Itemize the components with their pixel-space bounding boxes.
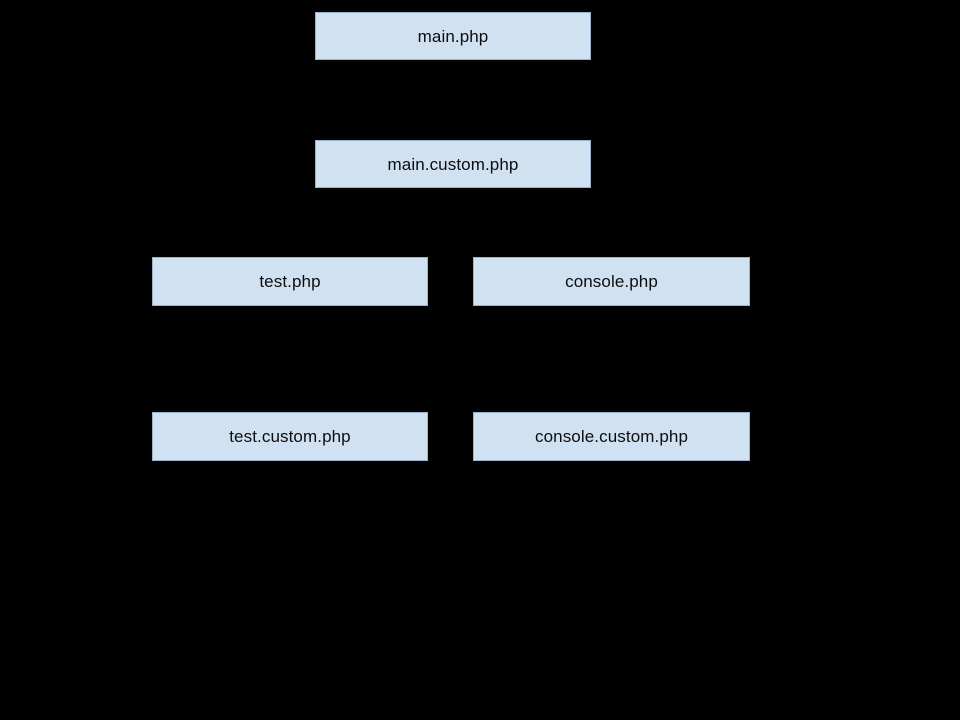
node-label-console-custom-php: console.custom.php	[535, 427, 688, 446]
node-test-custom-php[interactable]: test.custom.php	[152, 412, 428, 461]
node-main-php[interactable]: main.php	[315, 12, 591, 60]
node-label-main-custom-php: main.custom.php	[387, 154, 519, 174]
node-console-custom-php[interactable]: console.custom.php	[473, 412, 750, 461]
node-test-php[interactable]: test.php	[152, 257, 428, 306]
node-label-test-php: test.php	[259, 272, 321, 291]
node-label-console-php: console.php	[565, 272, 658, 291]
node-label-test-custom-php: test.custom.php	[229, 427, 351, 446]
node-main-custom-php[interactable]: main.custom.php	[315, 140, 591, 188]
node-label-main-php: main.php	[417, 26, 489, 46]
node-console-php[interactable]: console.php	[473, 257, 750, 306]
